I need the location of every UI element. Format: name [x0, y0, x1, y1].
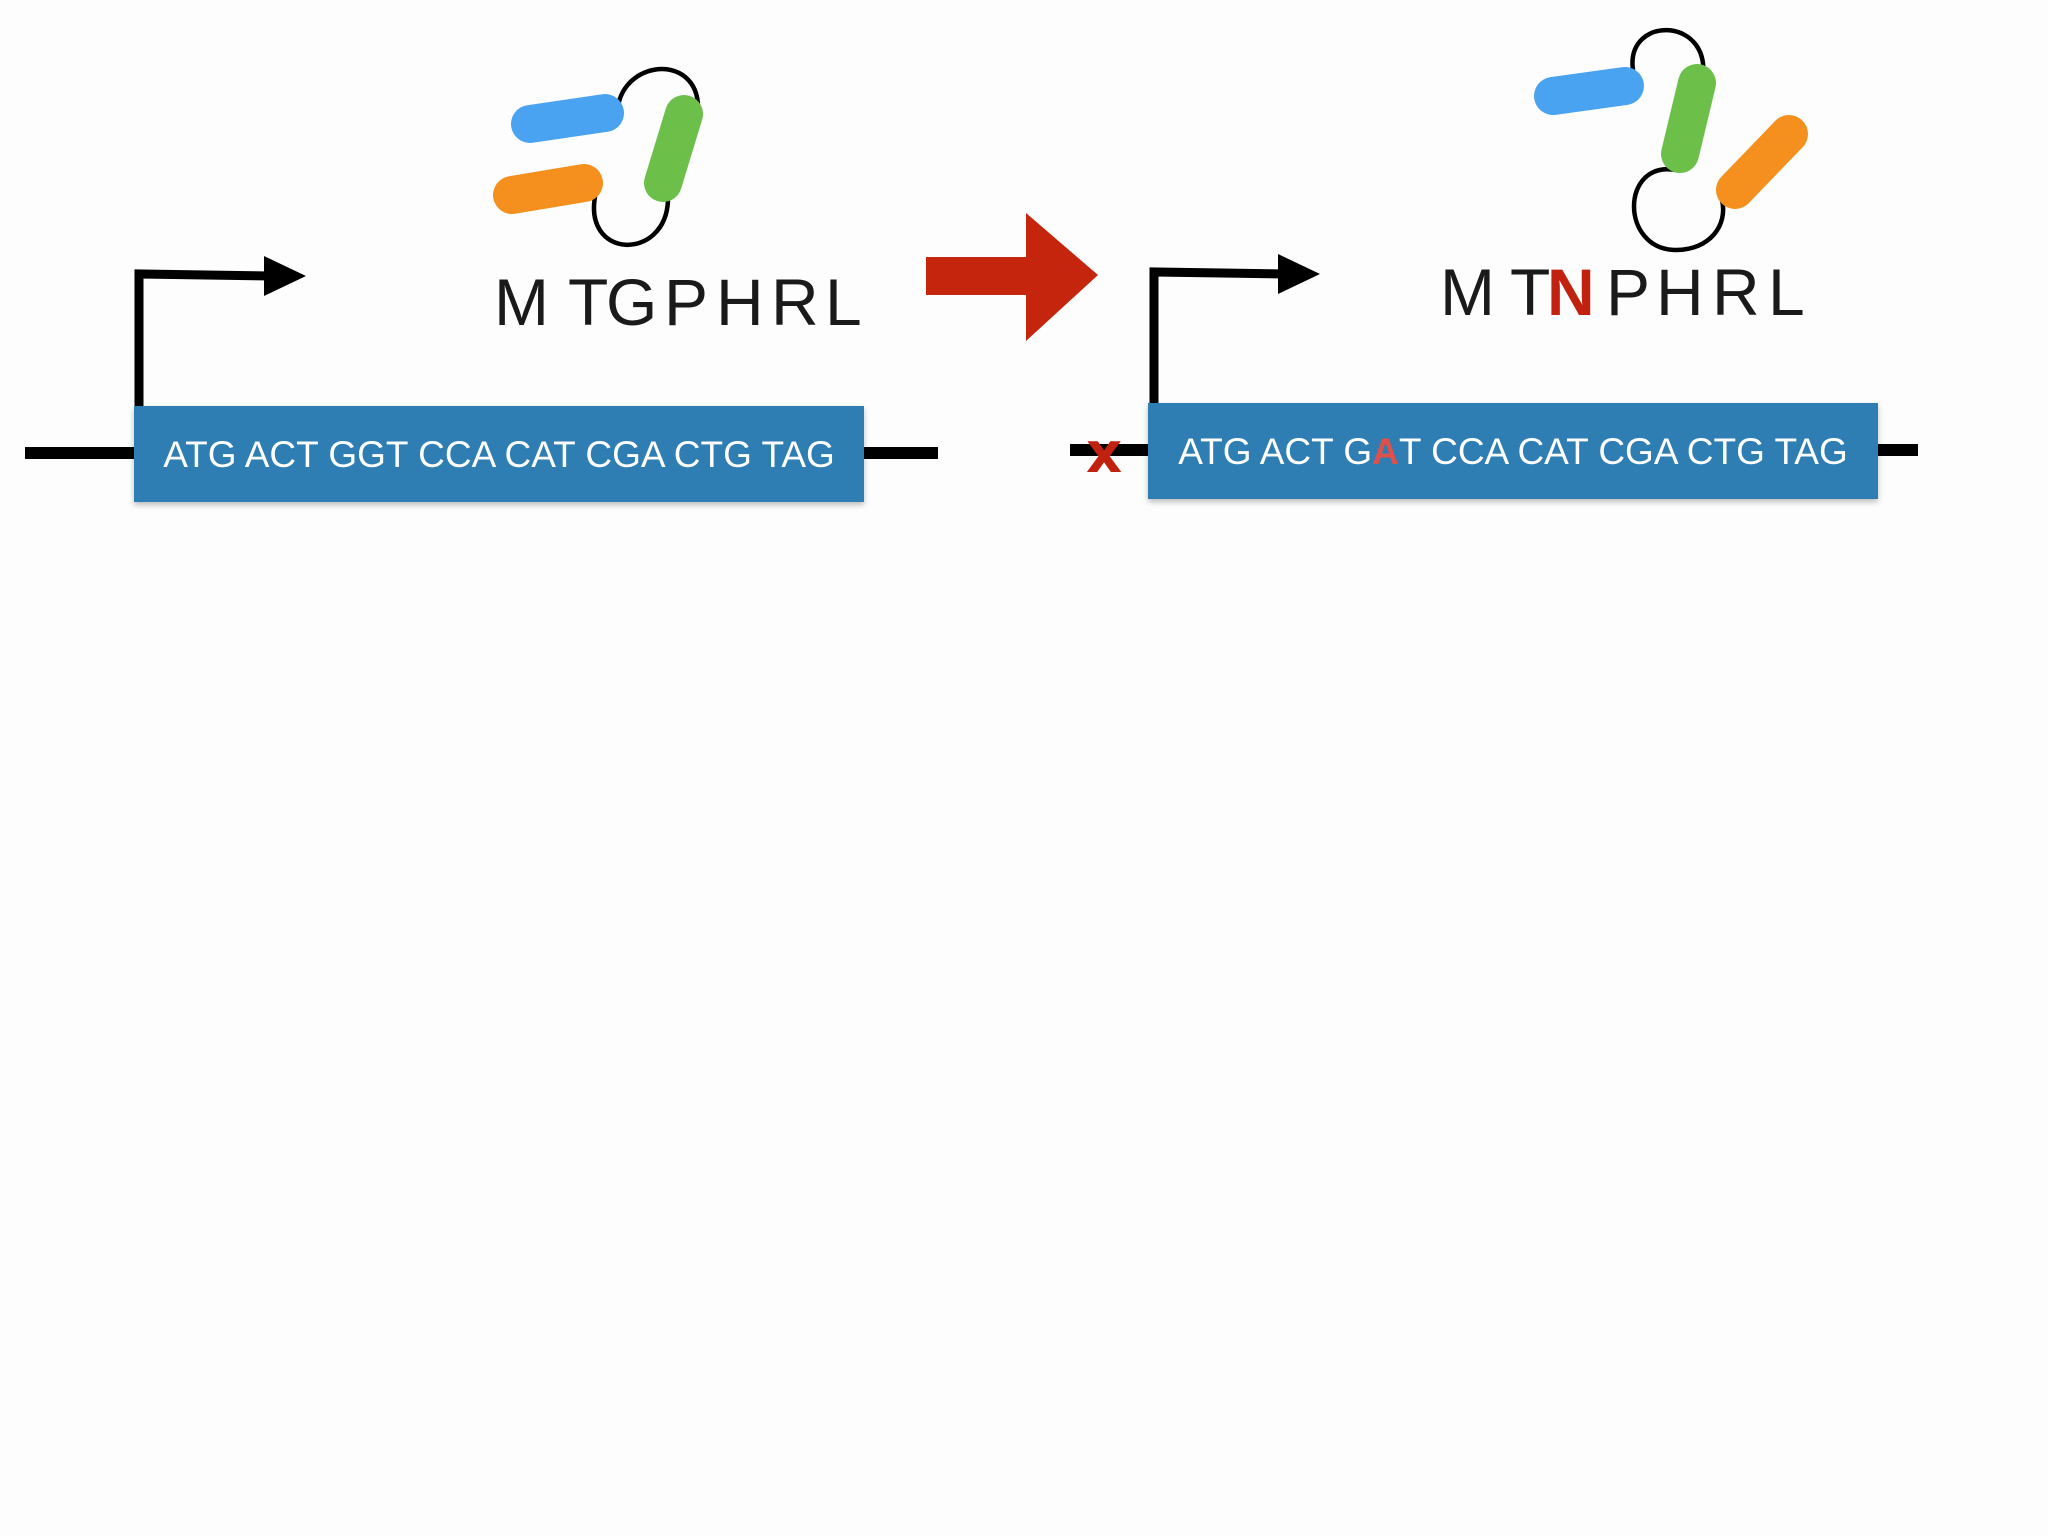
- promoter-arrow-icon: [1149, 254, 1320, 408]
- mutated-base: A: [1372, 431, 1399, 472]
- mutant-panel: M T N P H R L x ATG ACT GAT CCA CAT CGA …: [1070, 27, 1918, 499]
- right-arrow-icon: [926, 213, 1098, 341]
- wild-type-dna-sequence: ATG ACT GGT CCA CAT CGA CTG TAG: [163, 434, 835, 475]
- promoter-arrow-icon: [134, 256, 306, 412]
- wt-residue: T: [568, 265, 607, 339]
- mut-residue: H: [1656, 255, 1704, 329]
- folded-protein-icon: [493, 66, 703, 248]
- x-mark-icon: x: [1086, 421, 1122, 486]
- mutant-dna-sequence: ATG ACT GAT CCA CAT CGA CTG TAG: [1178, 431, 1848, 472]
- wt-residue: P: [664, 265, 707, 339]
- mut-residue: L: [1768, 255, 1805, 329]
- mut-residue: R: [1712, 255, 1760, 329]
- wild-type-panel: M T G P H R L ATG ACT GGT CCA CAT CGA CT…: [25, 66, 938, 502]
- mutant-protein-sequence: M T N P H R L: [1440, 255, 1805, 329]
- wild-type-protein-sequence: M T G P H R L: [494, 265, 862, 339]
- mutated-residue: N: [1547, 255, 1595, 329]
- wt-residue: L: [825, 265, 862, 339]
- dna-suffix: T CCA CAT CGA CTG TAG: [1399, 431, 1848, 472]
- wt-residue: M: [494, 265, 549, 339]
- gene-box: [1148, 403, 1878, 499]
- mut-residue: M: [1440, 255, 1495, 329]
- dna-prefix: ATG ACT G: [1178, 431, 1372, 472]
- wt-residue: H: [716, 265, 764, 339]
- mut-residue: P: [1606, 255, 1649, 329]
- folded-protein-icon: [1534, 27, 1808, 253]
- gene-box: [134, 406, 864, 502]
- mut-residue: T: [1510, 255, 1549, 329]
- wt-residue: G: [606, 265, 657, 339]
- wt-residue: R: [771, 265, 819, 339]
